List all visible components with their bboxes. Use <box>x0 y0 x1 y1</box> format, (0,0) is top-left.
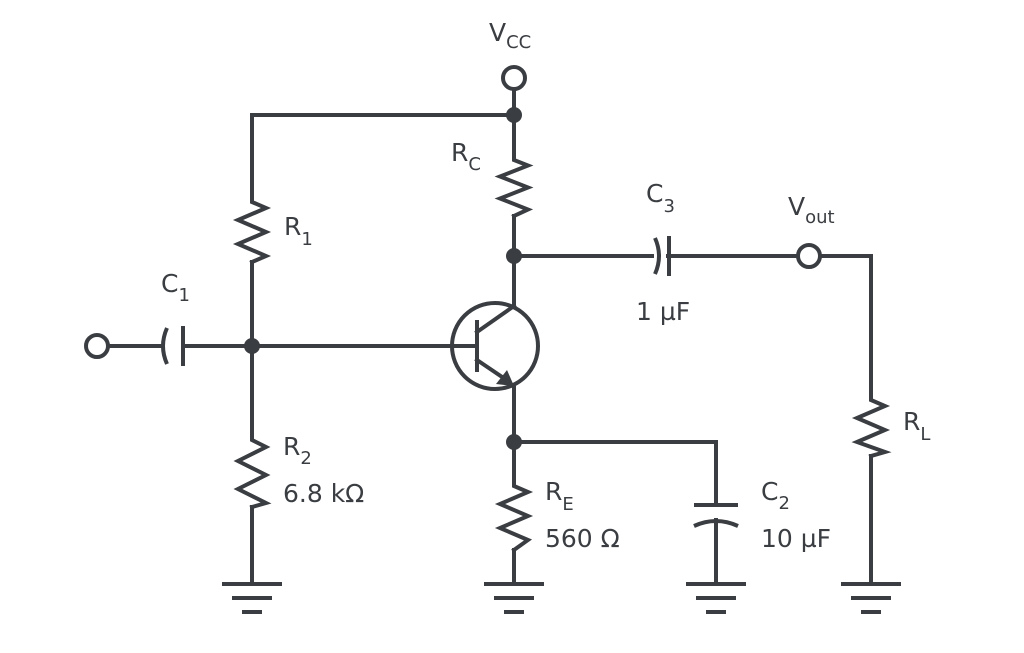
capacitor-c1 <box>161 326 185 366</box>
junction-emitter <box>506 434 522 450</box>
resistor-r1 <box>232 194 272 265</box>
label-rl: RL <box>903 407 930 445</box>
wire-vcc-rail <box>250 87 516 198</box>
wire-vout-to-rl <box>819 254 873 395</box>
label-vcc: VCC <box>489 18 531 53</box>
terminal-vout <box>796 243 822 269</box>
label-r1: R1 <box>284 212 313 250</box>
label-c3: C3 <box>646 179 675 217</box>
label-c1: C1 <box>161 269 190 306</box>
capacitor-c3 <box>653 236 671 276</box>
npn-transistor <box>450 301 540 391</box>
junction-base <box>244 338 260 354</box>
label-rc: RC <box>451 138 481 175</box>
terminal-input <box>84 333 110 359</box>
junction-vcc <box>506 107 522 123</box>
resistor-rl <box>851 391 892 459</box>
ground-re <box>484 582 544 614</box>
label-r2: R2 <box>283 432 312 469</box>
wires <box>106 87 873 585</box>
label-c2: C2 <box>761 477 790 514</box>
label-vout: Vout <box>788 192 835 228</box>
ground-c2 <box>686 582 746 614</box>
label-re-value: 560 Ω <box>545 524 620 553</box>
label-c2-value: 10 µF <box>761 524 831 553</box>
resistor-re <box>494 476 534 553</box>
ground-rl <box>841 582 901 614</box>
ground-r2 <box>222 582 282 614</box>
transistor-collector-lead <box>474 303 517 335</box>
terminal-vcc <box>501 65 527 91</box>
capacitor-c2 <box>693 503 739 528</box>
resistor-r2 <box>233 430 272 510</box>
junction-collector <box>506 248 522 264</box>
wire-emitter-to-c2 <box>512 440 718 507</box>
resistor-rc <box>494 148 534 219</box>
transistor-emitter-arrow <box>496 370 514 386</box>
label-r2-value: 6.8 kΩ <box>283 479 364 508</box>
label-re: RE <box>545 477 574 515</box>
label-c3-value: 1 µF <box>636 297 690 326</box>
